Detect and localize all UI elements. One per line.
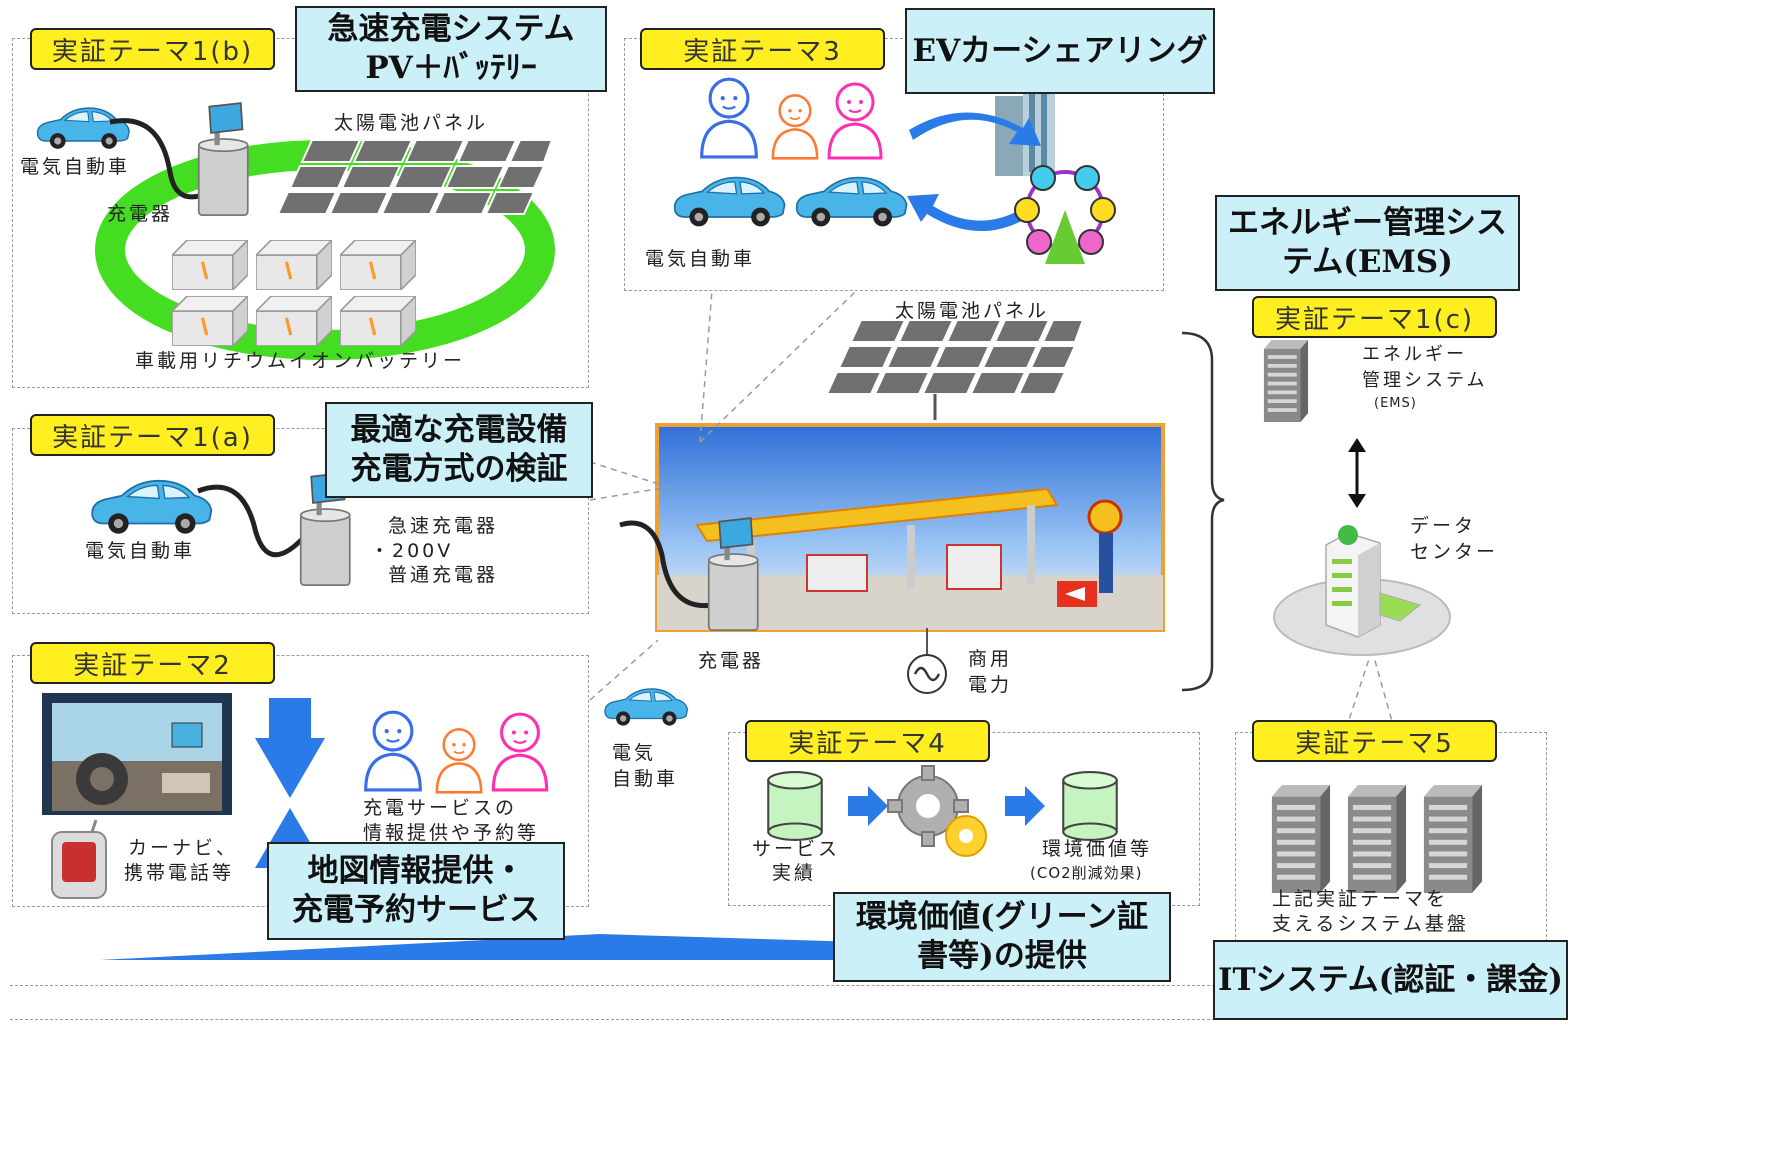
dashboard-icon [42,693,232,815]
label-center-charger: 充電器 [698,650,765,672]
person-icon [486,710,554,792]
charge-cable [109,118,212,200]
label-p4-env-1: 環境価値等 [1042,838,1153,860]
label-p1a-charger-1: 急速充電器 [388,515,499,537]
label-p1b-solar: 太陽電池パネル [334,112,489,134]
tag-theme-5: 実証テーマ5 [1252,720,1497,762]
label-p2-service-1: 充電サービスの [363,797,518,819]
label-commercial-power-2: 電力 [968,674,1013,696]
callout-optimal-charging: 最適な充電設備 充電方式の検証 [325,402,593,498]
label-center-ev-1: 電気 [612,742,657,764]
label-p4-service-1: サービス [752,838,841,860]
label-p3-ev: 電気自動車 [645,248,756,270]
label-ems-1: エネルギー [1362,344,1467,365]
label-commercial-power-1: 商用 [968,648,1013,670]
person-icon [358,708,428,792]
tag-theme-1c: 実証テーマ1(c) [1252,296,1497,338]
arrow-right-icon [848,786,888,826]
callout-ev-carshare: EVカーシェアリング [905,8,1215,94]
label-p4-env-2: (CO2削減効果) [1030,864,1143,882]
label-p4-service-2: 実績 [772,862,817,884]
label-p1b-battery: 車載用リチウムイオンバッテリー [135,350,466,372]
callout-map-info: 地図情報提供・ 充電予約サービス [267,842,565,940]
carshare-arrows [907,112,1041,232]
label-ems-3: (EMS) [1374,396,1417,411]
datacenter-icon [1273,525,1451,656]
mobile-phone-icon [51,819,107,899]
ferris-wheel-icon [1014,165,1116,264]
person-icon [430,726,488,794]
label-p1b-charger: 充電器 [107,203,174,225]
server-icon [1263,340,1309,422]
label-p1b-ev: 電気自動車 [20,156,131,178]
callout-quick-charge: 急速充電システム PV＋ﾊﾞｯﾃﾘｰ [295,6,607,92]
label-p2-service-2: 情報提供や予約等 [363,822,540,844]
callout-ems: エネルギー管理シス テム(EMS) [1215,195,1520,291]
tag-theme-1a: 実証テーマ1(a) [30,414,275,456]
label-p1a-charger-2: ・200V [370,540,454,562]
label-datacenter-2: センター [1410,541,1499,563]
label-p2-carnavi-1: カーナビ、 [128,837,239,859]
label-center-solar: 太陽電池パネル [895,300,1050,322]
ac-power-icon [907,628,947,694]
label-p1a-ev: 電気自動車 [85,540,196,562]
database-icon [760,770,830,842]
panel-it-system [10,985,1215,1020]
charge-cable [619,520,713,609]
wedge-arrow [100,934,860,960]
gear-icon [887,765,987,857]
tag-theme-4: 実証テーマ4 [745,720,990,762]
solar-panel-icon [825,319,1085,420]
label-p1a-charger-3: 普通充電器 [388,564,499,586]
label-ems-2: 管理システム [1362,370,1488,391]
double-arrow-icon [1348,438,1366,508]
server-icon [1271,785,1483,893]
panel-theme-1a [12,428,589,614]
arrow-right-icon [1005,786,1045,826]
label-center-ev-2: 自動車 [612,768,679,790]
tag-theme-3: 実証テーマ3 [640,28,885,70]
label-p5-base-2: 支えるシステム基盤 [1272,913,1469,935]
callout-it-system: ITシステム(認証・課金) [1213,940,1568,1020]
database-icon [1055,770,1125,842]
label-p5-base-1: 上記実証テーマを [1272,888,1449,910]
tag-theme-1b: 実証テーマ1(b) [30,28,275,70]
panel-theme-3 [624,38,1164,291]
tag-theme-2: 実証テーマ2 [30,642,275,684]
callout-env-value: 環境価値(グリーン証 書等)の提供 [833,892,1171,982]
label-datacenter-1: データ [1410,515,1477,537]
solar-panel-icon [276,139,554,215]
label-p2-carnavi-2: 携帯電話等 [124,862,235,884]
charge-cable [197,484,308,558]
